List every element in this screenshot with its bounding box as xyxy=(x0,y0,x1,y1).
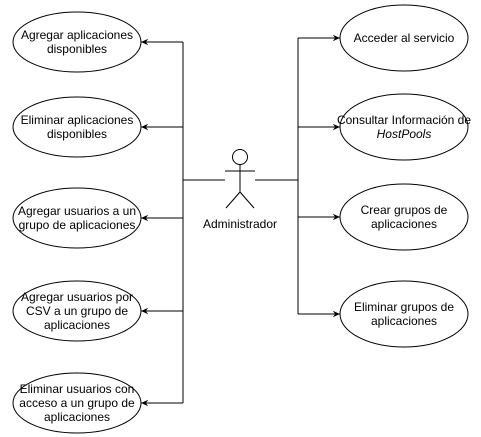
use-case-ellipse xyxy=(12,187,142,249)
use-case-ellipse xyxy=(12,96,142,158)
use-case-label-line: acceso a un grupo de xyxy=(19,396,135,410)
use-case-label-line: CSV a un grupo de xyxy=(26,304,128,318)
use-case-label-line: Eliminar aplicaciones xyxy=(21,113,134,127)
actor-label: Administrador xyxy=(203,217,277,231)
use-case-label-line: Agregar aplicaciones xyxy=(21,28,133,42)
use-case-ellipse xyxy=(12,280,142,342)
left-use-case-group: Agregar aplicacionesdisponiblesEliminar … xyxy=(12,11,142,434)
use-case-label-line: disponibles xyxy=(47,127,107,141)
use-case-label-line: HostPools xyxy=(377,127,432,141)
use-case-label-line: aplicaciones xyxy=(44,410,110,424)
use-case-ellipse xyxy=(339,93,469,161)
right-use-case-1: Acceder al servicio xyxy=(339,4,469,72)
use-case-label-line: Agregar usuarios por xyxy=(21,290,133,304)
use-case-ellipse xyxy=(12,11,142,73)
use-case-label-line: Consultar Información de xyxy=(337,113,471,127)
use-case-label-line: disponibles xyxy=(47,42,107,56)
use-case-ellipse xyxy=(12,372,142,434)
use-case-ellipse xyxy=(339,280,469,348)
actor-stick-figure-icon xyxy=(225,149,255,209)
use-case-label-line: aplicaciones xyxy=(371,314,437,328)
use-case-ellipse xyxy=(339,4,469,72)
use-case-label-line: Eliminar usuarios con xyxy=(20,382,135,396)
use-case-label-line: aplicaciones xyxy=(44,318,110,332)
use-case-ellipse xyxy=(339,183,469,251)
use-case-label-line: grupo de aplicaciones xyxy=(19,218,136,232)
use-case-label-line: Crear grupos de xyxy=(361,203,448,217)
use-case-label-line: Eliminar grupos de xyxy=(354,300,454,314)
use-case-label-line: Agregar usuarios a un xyxy=(18,204,136,218)
use-case-label-line: aplicaciones xyxy=(371,217,437,231)
use-case-label-line: Acceder al servicio xyxy=(354,31,455,45)
association-lines xyxy=(141,34,340,407)
